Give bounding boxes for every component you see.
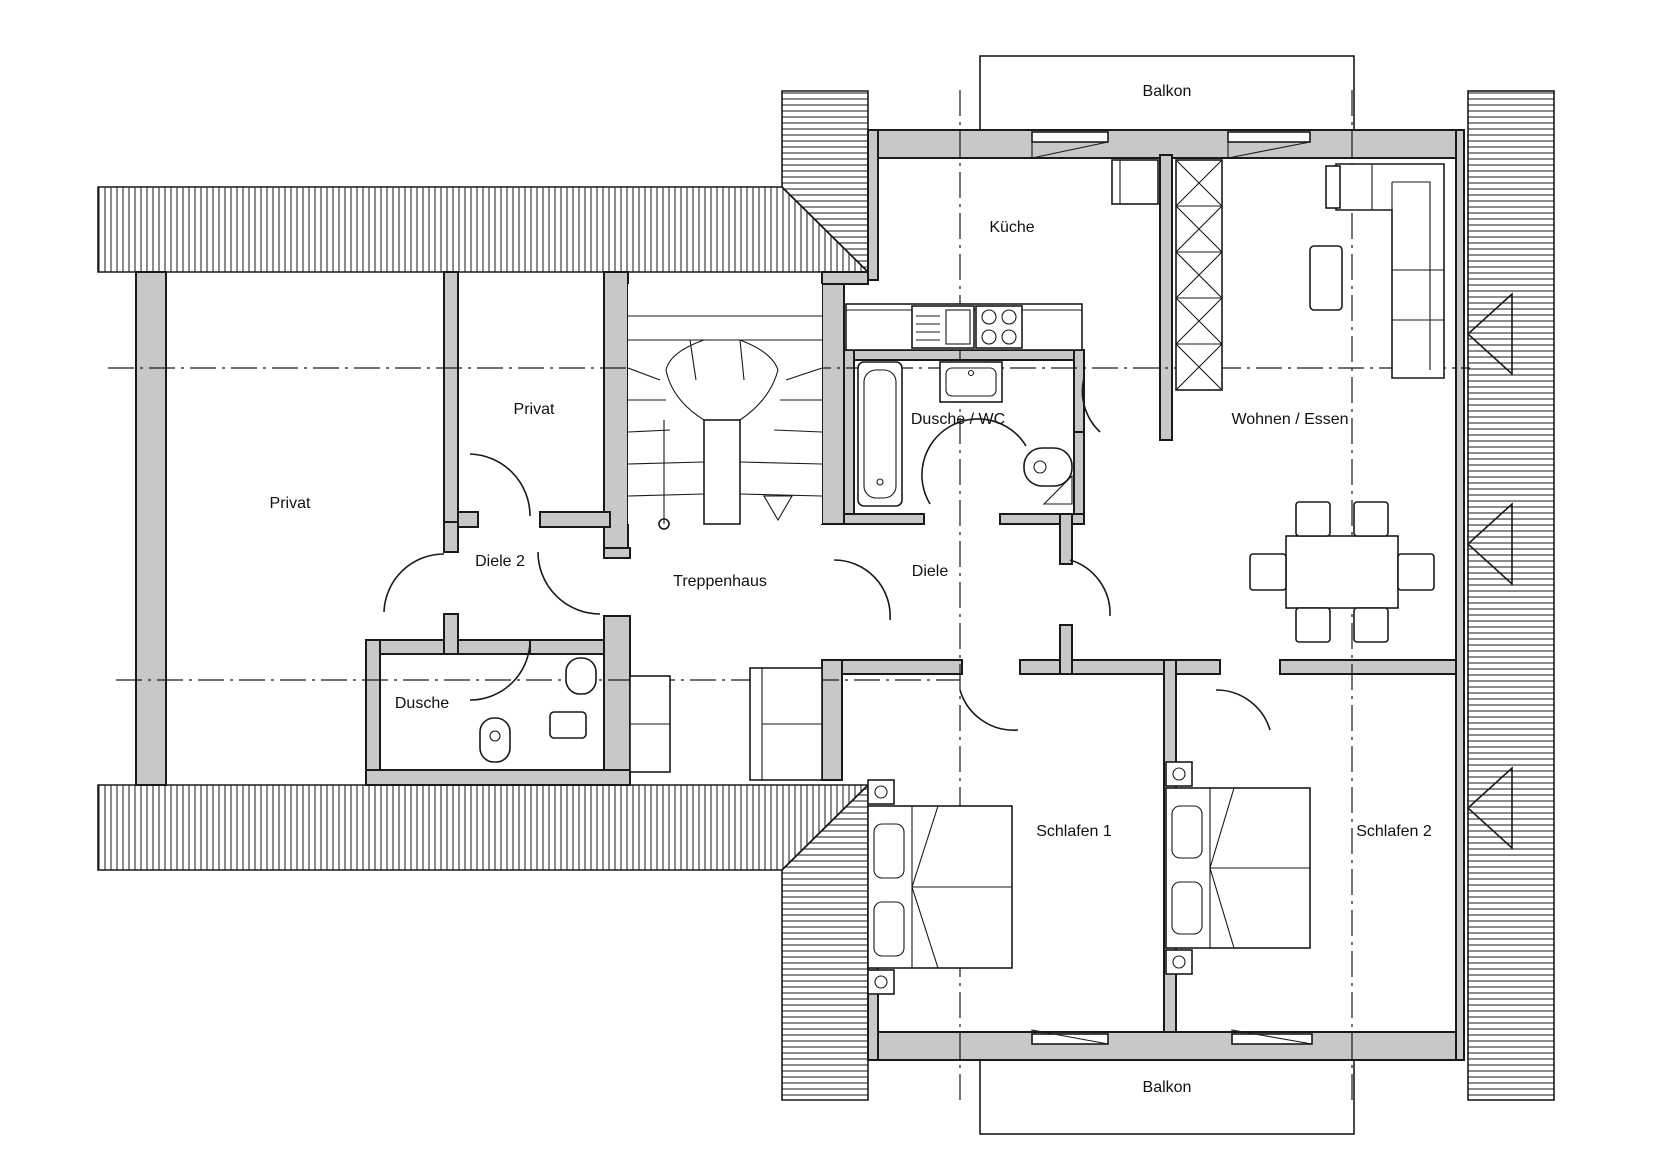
living-furniture <box>1249 163 1445 643</box>
room-labels: Balkon Küche Privat Privat Dusche / WC W… <box>270 83 1432 1096</box>
label-balkon-top: Balkon <box>1143 83 1192 100</box>
label-treppenhaus: Treppenhaus <box>673 573 767 590</box>
staircase <box>627 284 823 530</box>
label-schlafen1: Schlafen 1 <box>1036 823 1112 840</box>
dormer-arrows <box>1466 292 1513 850</box>
label-kueche: Küche <box>989 219 1034 236</box>
label-diele2: Diele 2 <box>475 553 525 570</box>
door-swings <box>383 377 1271 731</box>
walls <box>135 129 1465 1061</box>
label-privat-large: Privat <box>270 495 311 512</box>
bathroom-fixtures <box>857 361 1073 507</box>
label-schlafen2: Schlafen 2 <box>1356 823 1432 840</box>
label-privat-small: Privat <box>514 401 555 418</box>
bedroom-furniture <box>867 761 1311 995</box>
roof-overhangs <box>97 90 1555 1101</box>
label-diele: Diele <box>912 563 949 580</box>
shower-fixtures <box>479 657 823 781</box>
label-dusche: Dusche <box>395 695 449 712</box>
kitchen-furniture <box>845 159 1223 391</box>
label-wohnen-essen: Wohnen / Essen <box>1231 411 1348 428</box>
label-dusche-wc: Dusche / WC <box>911 411 1005 428</box>
window-sashes <box>1031 141 1313 1045</box>
label-balkon-bottom: Balkon <box>1143 1079 1192 1096</box>
